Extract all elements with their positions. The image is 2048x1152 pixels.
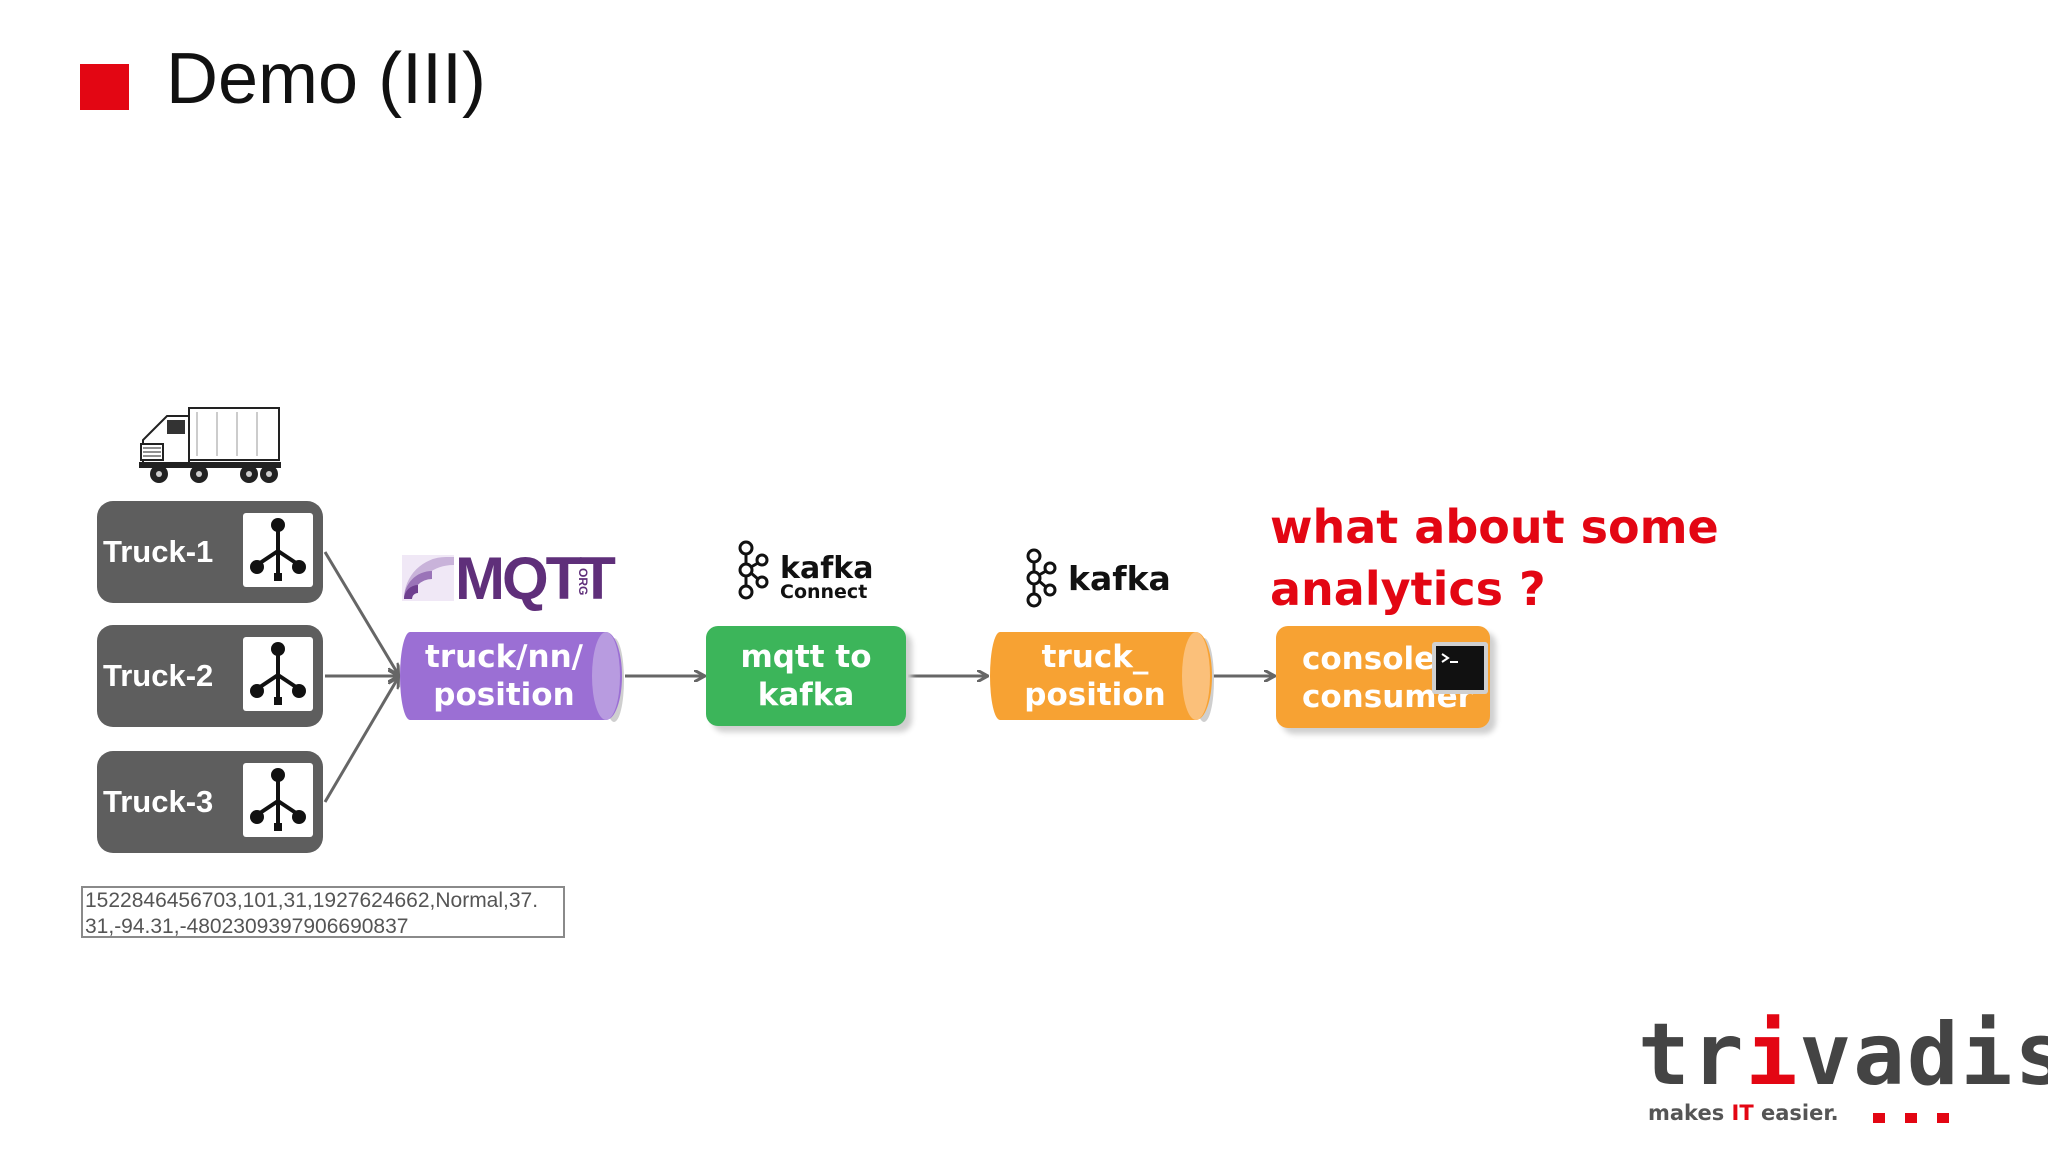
connector-label: mqtt to kafka <box>740 639 872 713</box>
kafka-connect-logo-subtext: Connect <box>780 581 868 603</box>
kafka-topic-label: truck_ position <box>1024 639 1166 713</box>
device-hub-icon <box>243 763 313 837</box>
mqtt-topic-body <box>400 632 622 720</box>
brand-part-i: i <box>1745 1005 1800 1105</box>
tagline-prefix: makes <box>1648 1101 1732 1125</box>
mqtt-topic-label: truck/nn/ position <box>425 639 583 713</box>
truck-2-label: Truck-2 <box>103 658 214 693</box>
kafka-logo-icon <box>1026 548 1057 608</box>
truck-2-node: Truck-2 <box>97 625 323 727</box>
truck-3-node: Truck-3 <box>97 751 323 853</box>
device-hub-icon <box>243 513 313 587</box>
kafka-logo-icon <box>738 540 769 600</box>
kafka-logo-text: kafka <box>1068 559 1171 598</box>
sample-record: 1522846456703,101,31,1927624662,Normal,3… <box>81 886 565 938</box>
terminal-icon <box>1432 642 1488 694</box>
brand-dots <box>1873 1110 1969 1128</box>
kafka-topic-cylinder-shape <box>990 632 1214 722</box>
truck-1-node: Truck-1 <box>97 501 323 603</box>
truck-1-label: Truck-1 <box>103 534 214 569</box>
kafka-connect-logo-text: kafka <box>780 551 874 586</box>
arrow-truck3-mqtt <box>323 678 398 803</box>
tagline-suffix: easier. <box>1753 1101 1839 1125</box>
truck-icon <box>139 407 281 483</box>
brand-part-1: tr <box>1638 1005 1746 1105</box>
slide-title: Demo (III) <box>166 39 487 119</box>
title-bullet-square <box>80 64 129 110</box>
device-hub-icon <box>243 637 313 711</box>
truck-3-label: Truck-3 <box>103 784 214 819</box>
analytics-annotation: what about some analytics ? <box>1270 500 1719 616</box>
mqtt-logo-suffix: ORG <box>576 568 590 596</box>
arrow-truck1-mqtt <box>323 551 398 674</box>
brand-tagline: makes IT easier. <box>1648 1101 1839 1125</box>
tagline-accent: IT <box>1731 1101 1754 1125</box>
mqtt-logo-text: MQTT <box>455 545 616 612</box>
mqtt-waves-icon <box>402 555 454 601</box>
mqtt-to-kafka-connector: mqtt to kafka <box>706 626 906 726</box>
trivadis-logo: trivadis <box>1638 1012 2048 1098</box>
brand-part-2: vadis <box>1799 1005 2048 1105</box>
mqtt-topic-cylinder-shape <box>400 632 624 722</box>
